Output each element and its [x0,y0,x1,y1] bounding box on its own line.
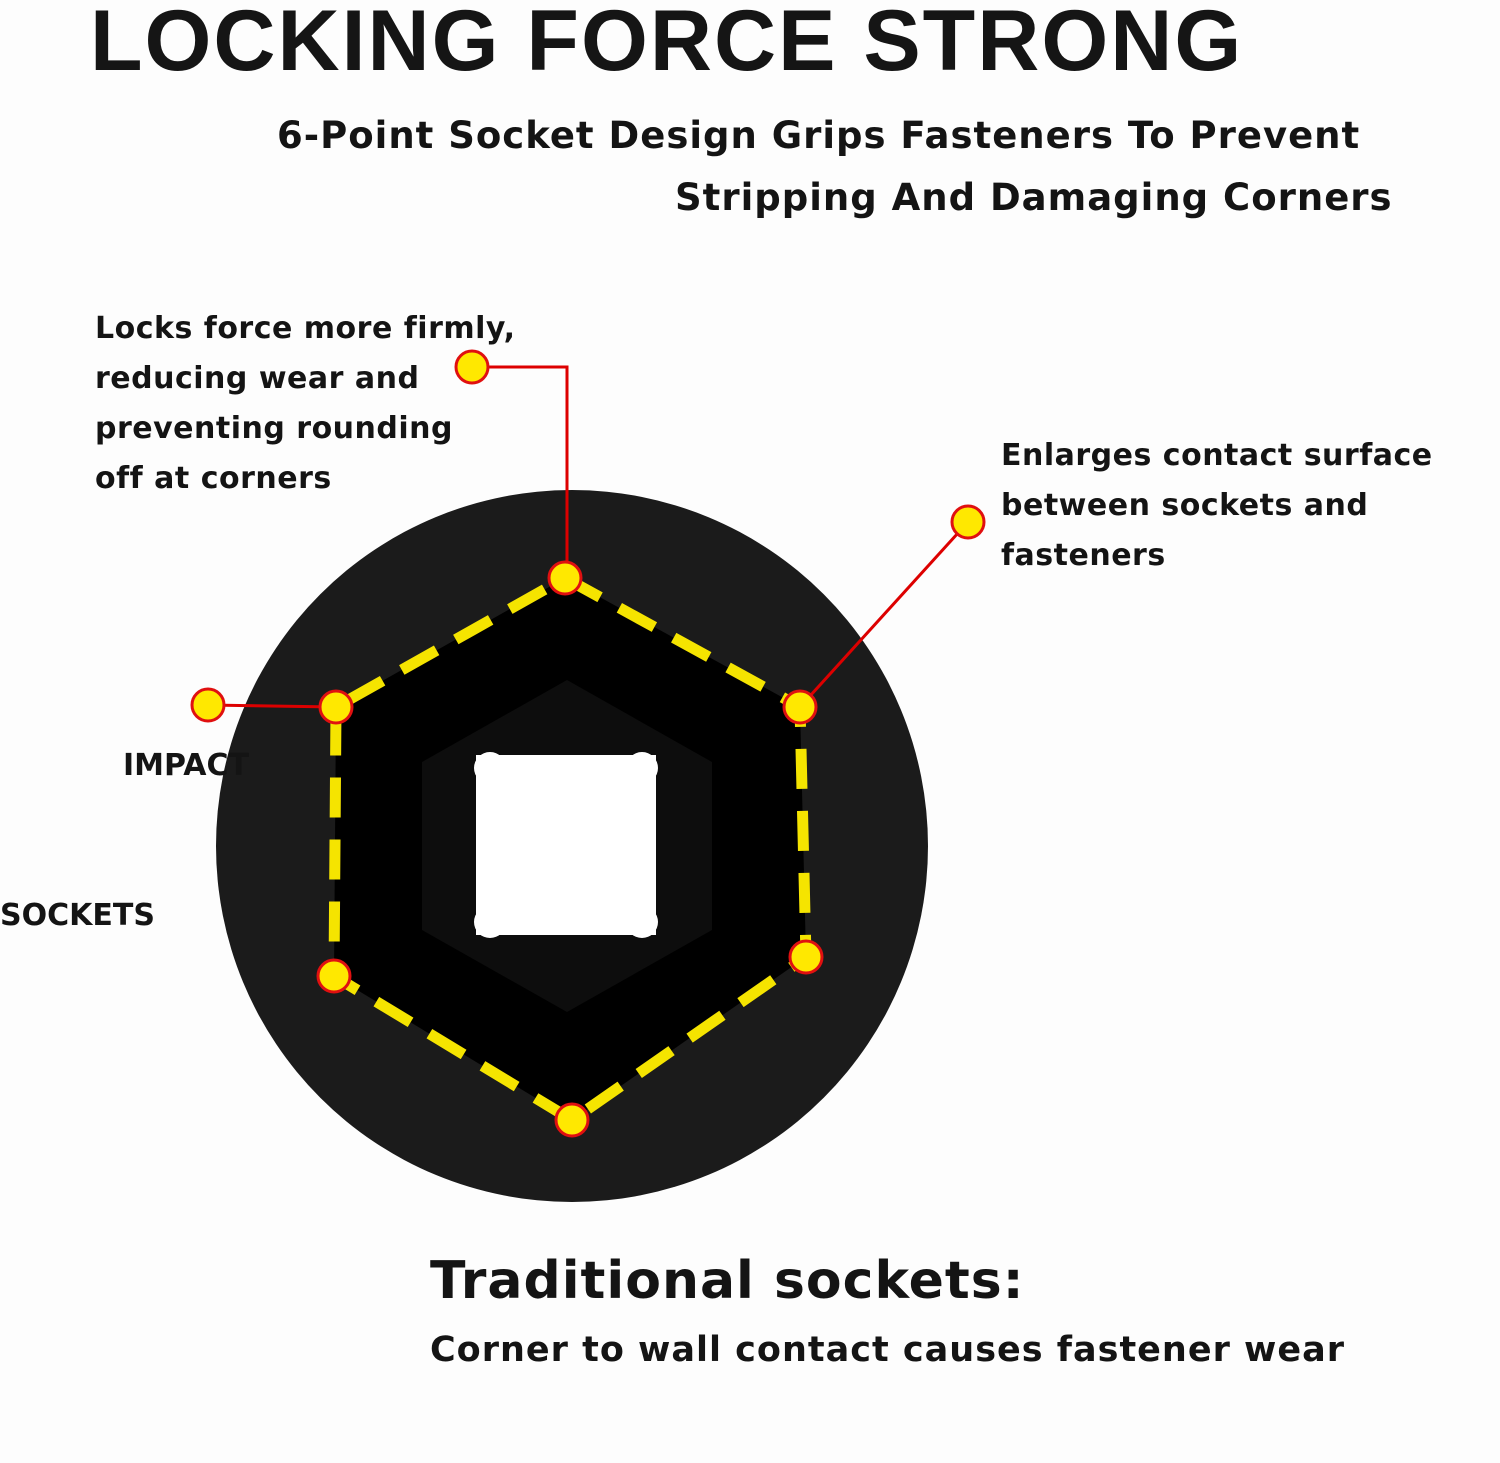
square-drive-hole [474,752,658,938]
marker-lower-right [788,939,824,975]
callout-marker-right [950,504,986,540]
callout-impact-sockets: IMPACT SOCKETS [0,641,249,991]
traditional-sockets-title: Traditional sockets: [430,1251,1025,1311]
corner-markers [316,560,824,1138]
traditional-sockets-description: Corner to wall contact causes fastener w… [430,1330,1345,1370]
callout-contact-surface: Enlarges contact surface between sockets… [1001,438,1433,573]
marker-upper-right [782,689,818,725]
callout-locks-force: Locks force more firmly, reducing wear a… [95,311,516,496]
marker-top [547,560,583,596]
leader-line-right [798,520,970,709]
subtitle-line-1: 6-Point Socket Design Grips Fasteners To… [277,114,1361,157]
marker-bottom [554,1102,590,1138]
callout-markers [190,349,986,723]
subtitle-line-2: Stripping And Damaging Corners [675,176,1393,219]
marker-lower-left [316,958,352,994]
marker-upper-left [318,689,354,725]
callout-marker-impact [190,687,226,723]
page-title: LOCKING FORCE STRONG [90,0,1244,89]
leader-line-impact [207,703,337,709]
leader-line-top [472,365,569,578]
leader-lines [207,365,970,709]
impact-label-line-1: IMPACT [123,748,249,783]
impact-label-line-2: SOCKETS [0,898,155,933]
callout-marker-top [454,349,490,385]
